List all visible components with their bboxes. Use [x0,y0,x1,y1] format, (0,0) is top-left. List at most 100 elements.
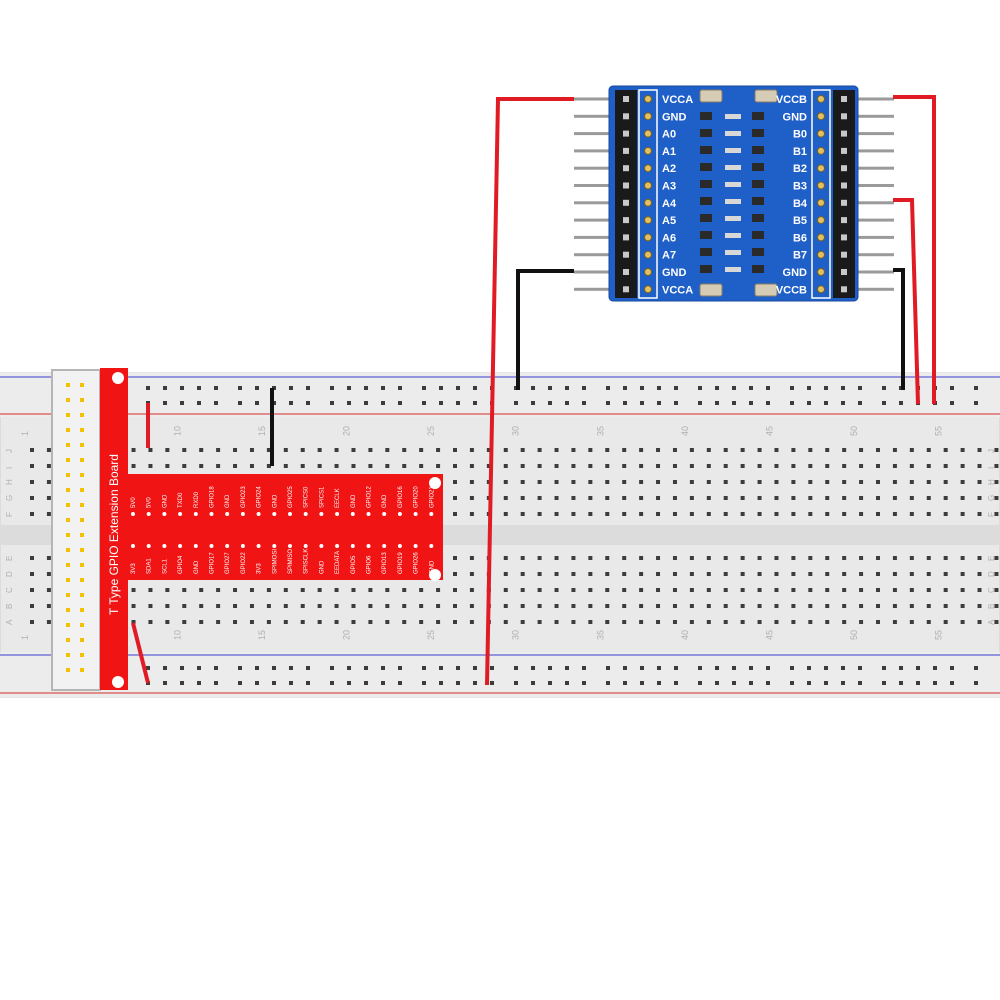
header-pin [66,413,70,417]
breadboard-hole [909,572,914,576]
rail-hole [950,681,954,685]
gpio-pin-label: GND [382,494,388,508]
row-letter: F [987,512,996,517]
rail-hole [974,401,978,405]
shifter-label-right: VCCB [776,284,807,296]
rail-hole [548,681,552,685]
breadboard-hole [622,556,627,560]
rail-hole [514,681,518,685]
breadboard-hole [825,556,830,560]
breadboard-hole [926,512,931,516]
pin-pad [644,146,652,155]
breadboard-hole [385,588,390,592]
rail-hole [974,681,978,685]
rail-hole [606,681,610,685]
breadboard-hole [131,620,136,624]
breadboard-hole [131,464,136,468]
rail-hole [623,681,627,685]
breadboard-hole [571,448,576,452]
breadboard-hole [554,620,559,624]
rail-hole [548,401,552,405]
breadboard-hole [165,448,170,452]
breadboard-hole [639,464,644,468]
column-number: 15 [257,630,267,640]
breadboard-hole [689,464,694,468]
breadboard-hole [876,572,880,576]
breadboard-hole [233,448,238,452]
rail-hole [916,666,920,670]
breadboard-hole [469,464,474,468]
shifter-label-left: A6 [662,232,676,244]
breadboard-hole [453,448,457,452]
breadboard-hole [165,464,170,468]
breadboard-hole [943,604,948,608]
row-letter: D [987,571,996,577]
gpio-pin-label: SCL1 [162,558,168,574]
level-shifter-pcb [608,85,859,302]
rail-hole [790,401,794,405]
breadboard-hole [537,480,542,484]
capacitor [699,89,723,103]
gpio-pin-label: 3V3 [131,563,137,574]
smd-part [752,112,764,120]
column-number: 40 [680,426,690,436]
breadboard-hole [740,496,745,500]
gpio-pin-label: GPIO17 [210,552,216,574]
breadboard-hole [148,448,153,452]
breadboard-hole [757,620,762,624]
breadboard-hole [571,464,576,468]
breadboard-hole [876,512,880,516]
shifter-label-left: A1 [662,146,676,158]
rail-hole [623,401,627,405]
breadboard-hole [656,464,661,468]
breadboard-hole [283,620,288,624]
breadboard-hole [537,620,542,624]
breadboard-hole [706,556,711,560]
gpio-pin-label: GND [319,560,325,574]
shifter-label-left: A4 [662,198,677,210]
gpio-mount-hole-br [429,569,441,581]
header-pin-square [623,199,629,206]
rail-hole [439,666,443,670]
gpio-pin-label: GND [272,494,278,508]
smd-part [700,180,712,188]
breadboard-hole [774,448,779,452]
breadboard-hole [605,620,610,624]
breadboard-hole [46,572,51,576]
breadboard-hole [622,464,627,468]
rail-hole [531,386,535,390]
rail-hole [698,401,702,405]
row-letter: J [987,449,996,453]
smd-part [752,146,764,154]
breadboard-hole [892,512,897,516]
gpio-pin-label: SPISCLK [304,549,310,574]
breadboard-hole [859,556,864,560]
gpio-pin-dot [178,544,183,548]
rail-hole [398,401,402,405]
breadboard-hole [977,464,982,468]
rail-hole [623,666,627,670]
rail-hole [531,401,535,405]
breadboard-hole [402,604,407,608]
breadboard-hole [300,620,305,624]
gpio-pin-dot [382,512,387,516]
breadboard-hole [520,604,525,608]
breadboard-hole [706,496,711,500]
breadboard-hole [453,480,457,484]
breadboard-hole [859,496,864,500]
rail-hole [640,386,644,390]
breadboard-hole [520,480,525,484]
rail-hole [657,681,661,685]
rail-hole [974,666,978,670]
gpio-pin-label: 3V3 [257,563,263,574]
breadboard-hole [943,620,948,624]
gpio-pin-dot [162,544,167,548]
header-pin [80,533,84,537]
breadboard-hole [706,588,711,592]
rail-hole [381,386,385,390]
gpio-pin-dot [429,544,434,548]
pin-leg [854,97,894,101]
rail-hole [439,401,443,405]
breadboard-hole [723,572,728,576]
breadboard-hole [436,604,441,608]
